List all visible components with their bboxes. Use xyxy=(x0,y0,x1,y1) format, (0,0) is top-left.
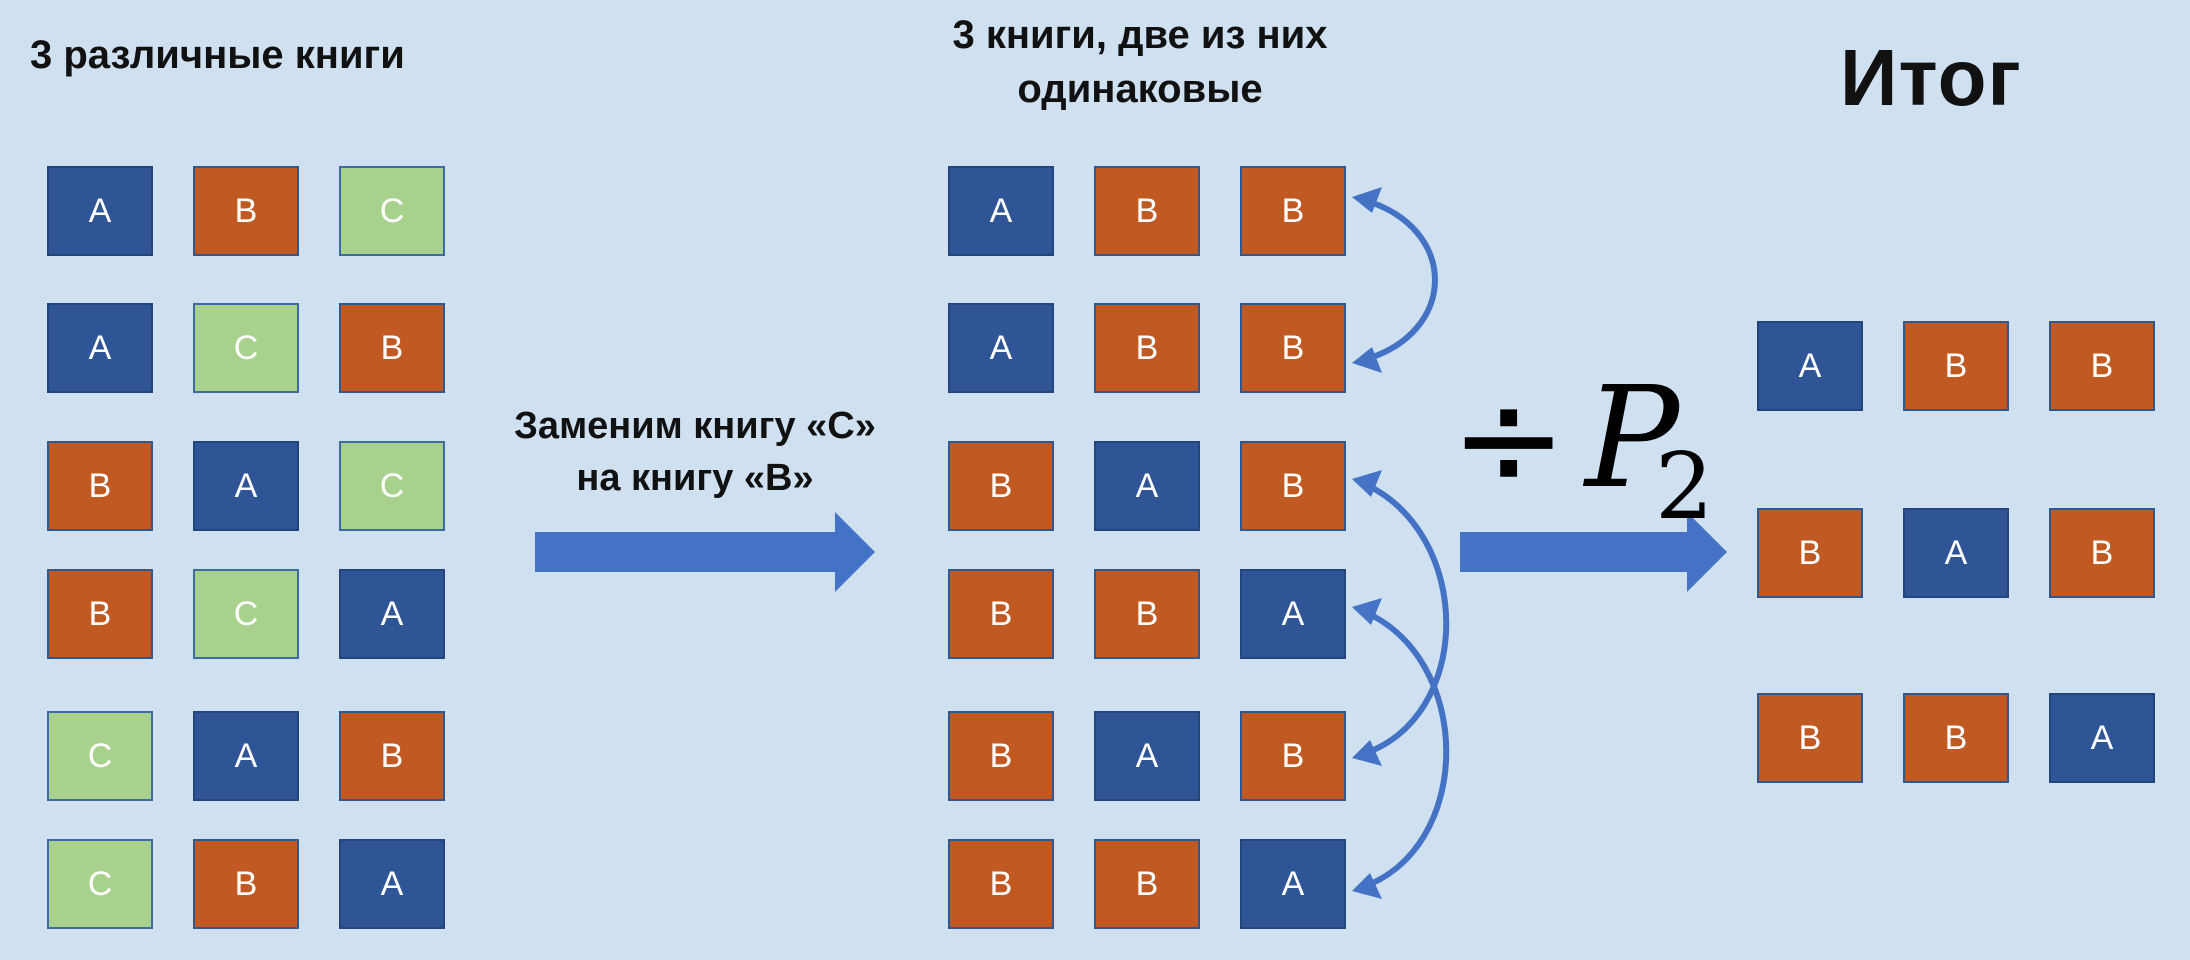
swap-arrow-rows-4-6 xyxy=(1357,607,1450,891)
heading-result: Итог xyxy=(1840,33,2022,122)
book-b: B xyxy=(193,839,299,929)
arrowhead-icon xyxy=(1352,740,1382,766)
book-b: B xyxy=(948,569,1054,659)
book-b: B xyxy=(2049,321,2155,411)
book-b: B xyxy=(2049,508,2155,598)
book-a: A xyxy=(948,303,1054,393)
book-b: B xyxy=(1757,508,1863,598)
book-b: B xyxy=(1094,839,1200,929)
arrowhead-icon xyxy=(1352,873,1382,899)
arrowhead-icon xyxy=(1352,598,1382,625)
book-c: C xyxy=(47,711,153,801)
book-b: B xyxy=(339,303,445,393)
book-a: A xyxy=(1094,441,1200,531)
book-b: B xyxy=(1240,711,1346,801)
divide-arrow-shape xyxy=(1460,512,1727,592)
book-a: A xyxy=(1240,569,1346,659)
book-b: B xyxy=(948,441,1054,531)
book-b: B xyxy=(1240,166,1346,256)
book-b: B xyxy=(1757,693,1863,783)
swap-arrow-rows-1-2 xyxy=(1357,196,1438,364)
book-a: A xyxy=(2049,693,2155,783)
book-c: C xyxy=(193,569,299,659)
book-b: B xyxy=(1903,693,2009,783)
swap-arrow-rows-3-5 xyxy=(1357,479,1450,758)
book-b: B xyxy=(1903,321,2009,411)
book-a: A xyxy=(47,166,153,256)
replace-arrow-shape xyxy=(535,512,875,592)
book-a: A xyxy=(47,303,153,393)
heading-two-identical: 3 книги, две из них одинаковые xyxy=(952,13,1328,111)
formula-symbol: P xyxy=(1585,357,1680,520)
replace-arrow xyxy=(535,512,875,592)
book-a: A xyxy=(1094,711,1200,801)
book-b: B xyxy=(193,166,299,256)
book-c: C xyxy=(339,166,445,256)
divide-arrow xyxy=(1460,512,1727,592)
book-b: B xyxy=(948,839,1054,929)
book-a: A xyxy=(1757,321,1863,411)
arrowhead-icon xyxy=(1352,347,1382,373)
book-b: B xyxy=(47,441,153,531)
book-b: B xyxy=(1094,569,1200,659)
book-a: A xyxy=(948,166,1054,256)
book-b: B xyxy=(1240,303,1346,393)
divide-sign: ÷ xyxy=(1450,358,1568,521)
book-b: B xyxy=(47,569,153,659)
book-a: A xyxy=(1240,839,1346,929)
book-b: B xyxy=(339,711,445,801)
book-a: A xyxy=(339,569,445,659)
book-a: A xyxy=(1903,508,2009,598)
book-b: B xyxy=(1240,441,1346,531)
book-a: A xyxy=(193,441,299,531)
formula-subscript: 2 xyxy=(1655,433,1714,540)
arrowhead-icon xyxy=(1352,470,1382,497)
book-b: B xyxy=(948,711,1054,801)
arrowhead-icon xyxy=(1352,187,1382,213)
book-c: C xyxy=(193,303,299,393)
book-b: B xyxy=(1094,303,1200,393)
book-a: A xyxy=(193,711,299,801)
book-c: C xyxy=(339,441,445,531)
book-b: B xyxy=(1094,166,1200,256)
replace-step-label: Заменим книгу «С» на книгу «В» xyxy=(514,405,876,499)
book-c: C xyxy=(47,839,153,929)
heading-different-books: 3 различные книги xyxy=(30,33,405,77)
book-a: A xyxy=(339,839,445,929)
